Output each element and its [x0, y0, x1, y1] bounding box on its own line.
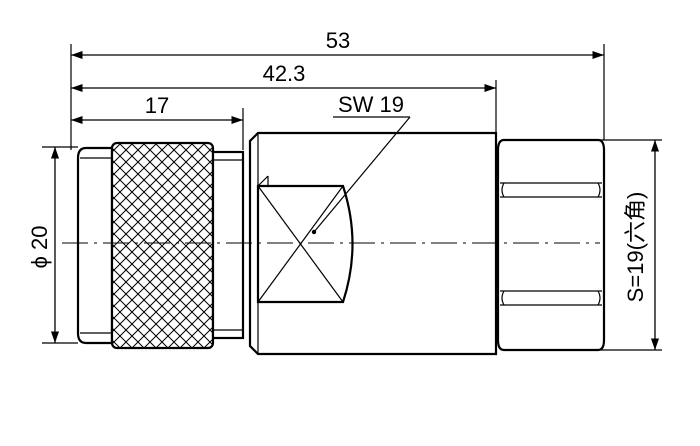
front-cap: [76, 146, 114, 345]
wrench-leader: [311, 116, 411, 235]
hex-nut: [496, 138, 606, 352]
neck: [211, 150, 245, 340]
dim-text-wrench: SW 19: [338, 92, 404, 117]
dim-text-nut: 17: [145, 93, 169, 118]
dim-text-body: 42.3: [263, 61, 306, 86]
dim-text-hex: S=19(六角): [623, 192, 648, 303]
dim-text-overall: 53: [326, 28, 350, 53]
knurled-nut: [110, 141, 215, 350]
dim-text-diameter: ϕ 20: [27, 226, 52, 269]
extension-lines: [42, 44, 662, 351]
dimension-lines: [50, 50, 660, 350]
